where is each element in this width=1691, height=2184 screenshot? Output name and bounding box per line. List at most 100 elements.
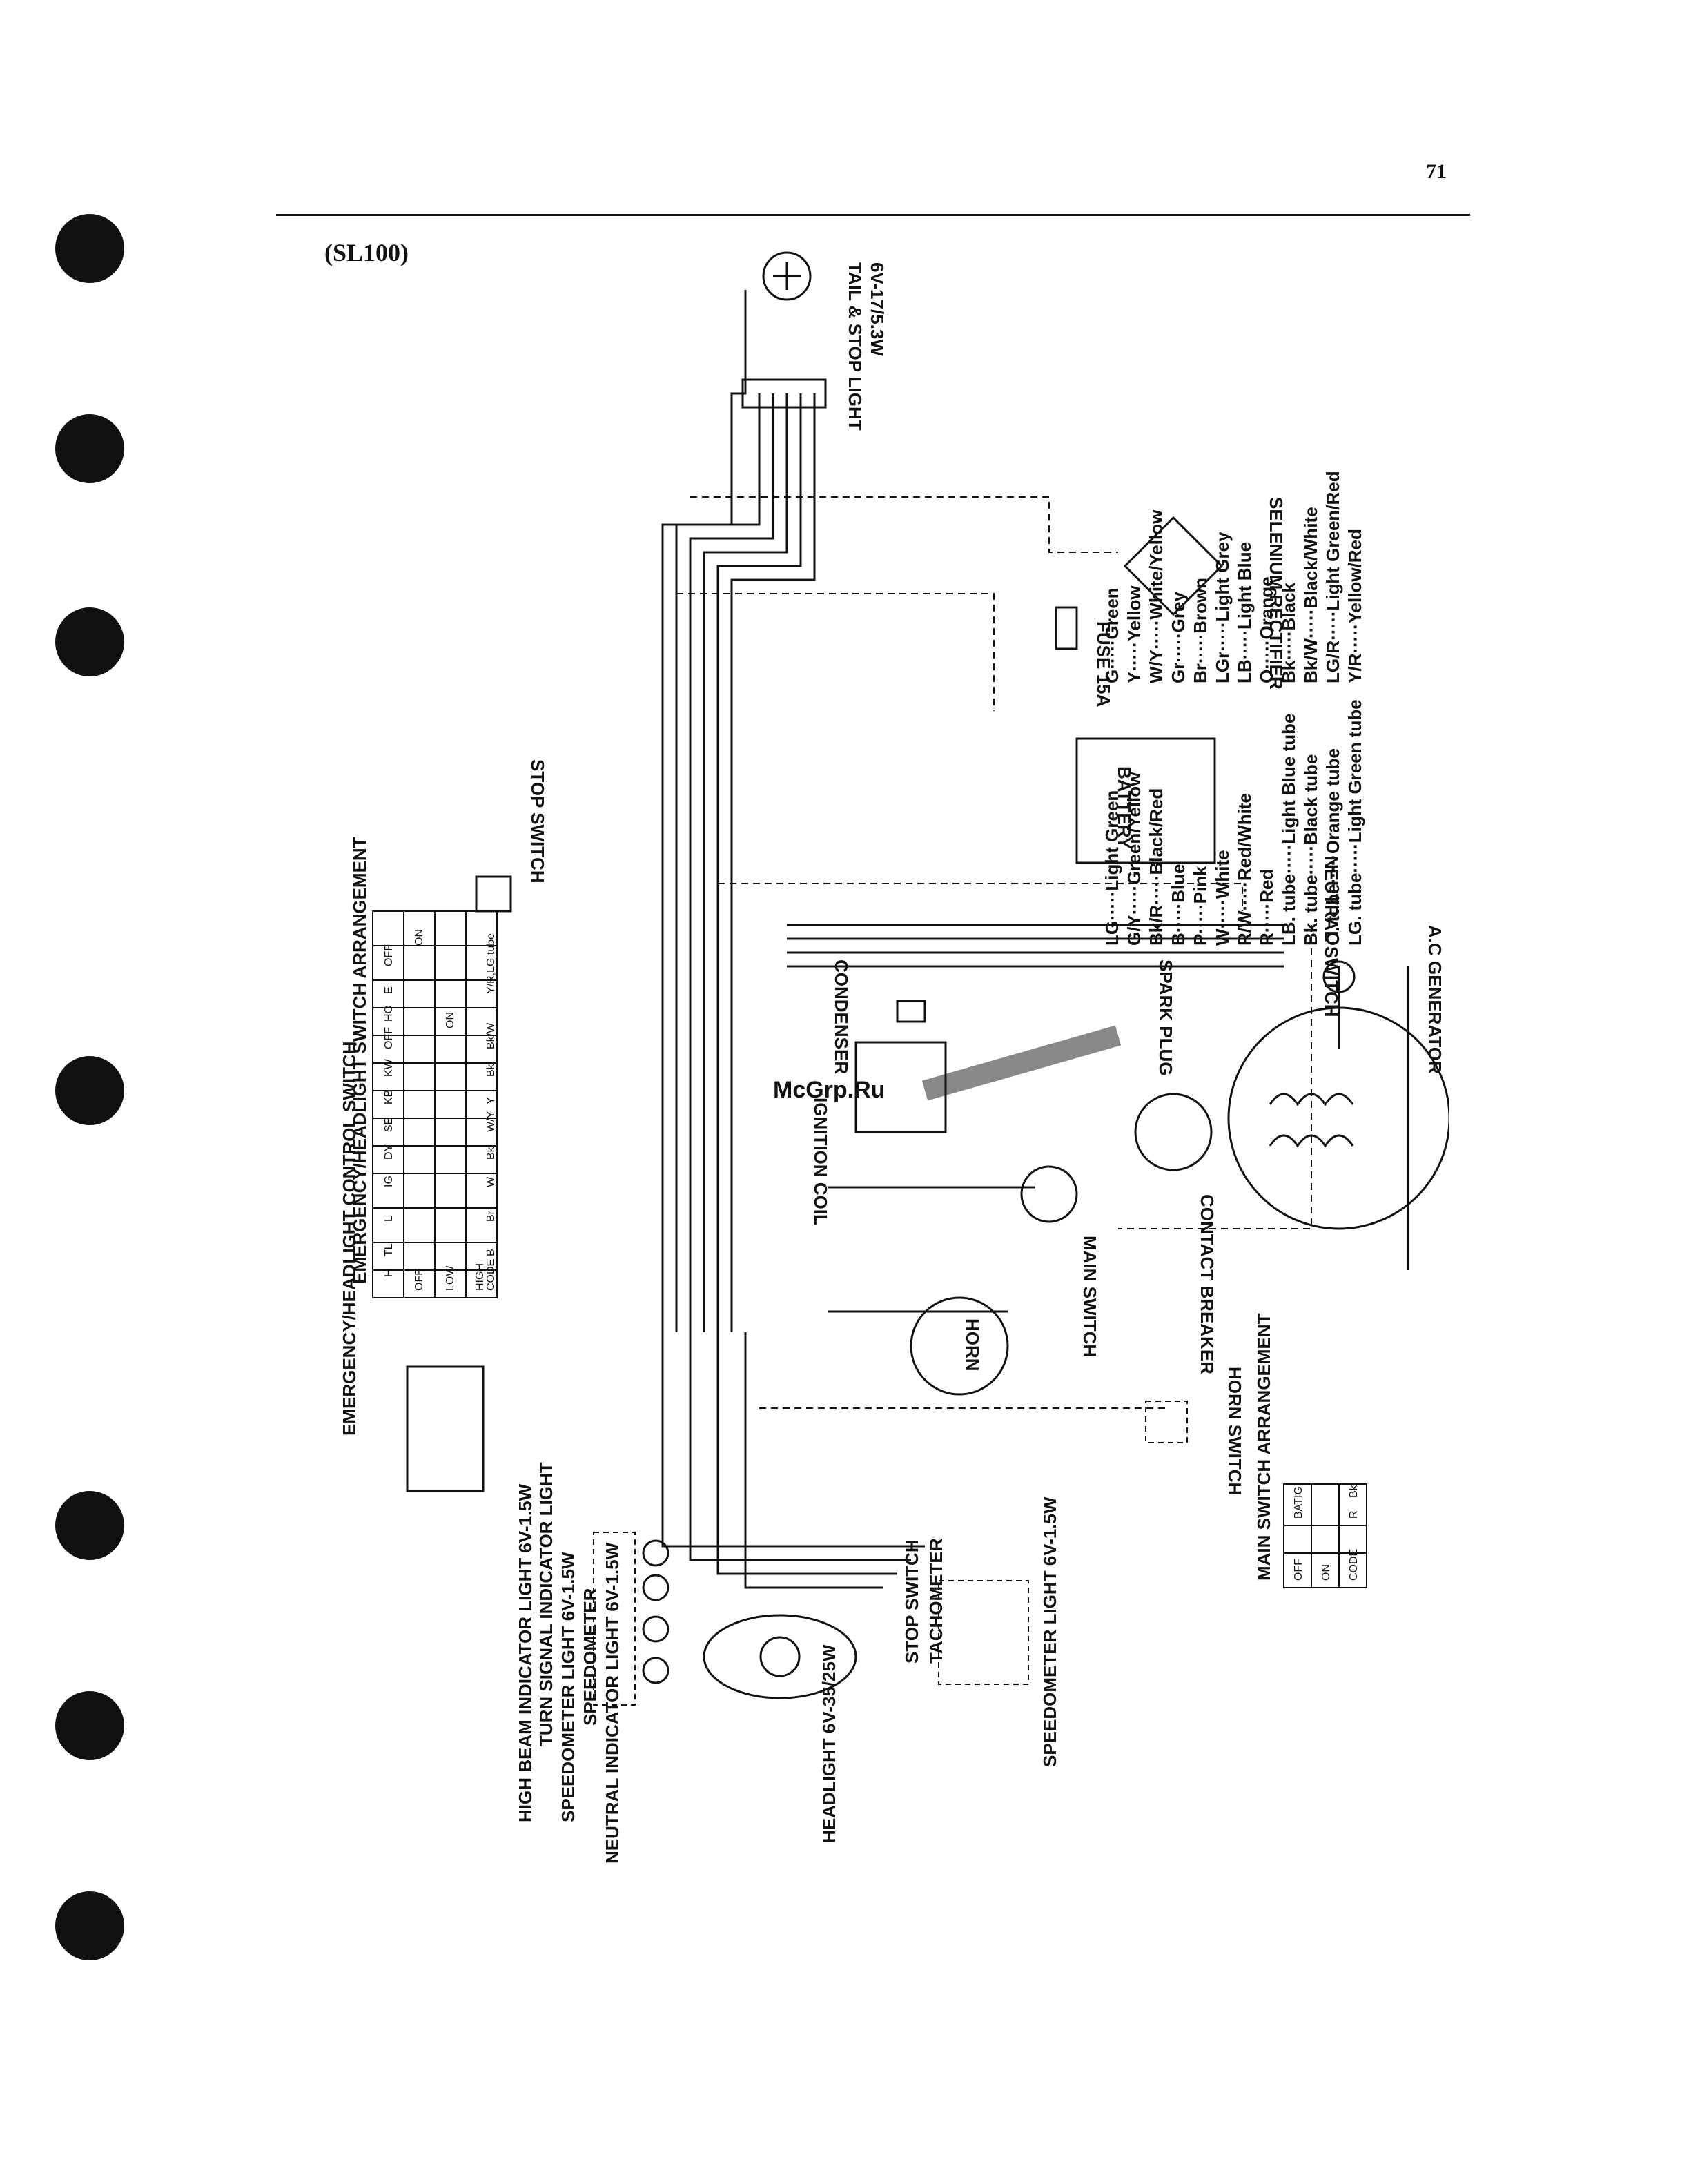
emergency-header-2: L — [383, 1216, 395, 1222]
tail-light-label: TAIL & STOP LIGHT — [845, 262, 866, 431]
legend-left-9: Bk/W·····Black/White — [1300, 507, 1321, 683]
speedometer-light2-label: SPEEDOMETER LIGHT 6V-1.5W — [1039, 1496, 1060, 1767]
main-code-bk: Bk — [1348, 1484, 1360, 1498]
horn-switch-label: HORN SWITCH — [1224, 1367, 1245, 1495]
meter-cluster: HIGH BEAM INDICATOR LIGHT 6V-1.5W TURN S… — [515, 1462, 669, 1864]
emergency-code-5: W/Y — [485, 1111, 497, 1132]
main-switch-table-title: MAIN SWITCH ARRANGEMENT — [1253, 1313, 1274, 1581]
condenser-label: CONDENSER — [831, 959, 852, 1074]
main-row-off: OFF — [1293, 1559, 1304, 1581]
tachometer-label: TACHOMETER — [926, 1538, 946, 1664]
neutral-switch-label: NEUTRAL SWITCH — [1321, 856, 1342, 1017]
battery-label: BATTERY — [1114, 766, 1135, 849]
emergency-table-title: EMERGENCY/HEADLIGHT SWITCH ARRANGEMENT — [349, 837, 370, 1284]
legend-right-1: G/Y·····Green/Yellow — [1124, 772, 1144, 946]
main-code-r: R — [1348, 1510, 1360, 1519]
binder-hole — [55, 1691, 124, 1760]
emergency-row-low-on: ON — [444, 1012, 456, 1028]
tachometer: STOP SWITCH TACHOMETER SPEEDOMETER LIGHT… — [901, 1496, 1060, 1767]
emergency-header-10: E — [383, 986, 395, 994]
emergency-header-5: SE — [383, 1118, 395, 1132]
legend-left-10: LG/R·····Light Green/Red — [1322, 471, 1343, 683]
legend-left-1: Y·····Yellow — [1124, 585, 1144, 683]
legend-left-4: Br·····Brown — [1190, 578, 1211, 683]
harness — [661, 290, 1409, 1589]
turn-signal-label: TURN SIGNAL INDICATOR LIGHT — [536, 1462, 556, 1746]
binder-hole — [55, 1491, 124, 1560]
legend-right-10: O. tube·····Orange tube — [1322, 748, 1343, 946]
ignition-coil: IGNITION COIL — [810, 1041, 947, 1225]
legend-left-7: O·····Orange — [1256, 576, 1277, 683]
legend-right-2: Bk/R·····Black/Red — [1146, 788, 1166, 946]
legend-left-11: Y/R·····Yellow/Red — [1345, 529, 1365, 683]
main-header-bat: BAT — [1293, 1498, 1304, 1519]
main-switch-label: MAIN SWITCH — [1079, 1236, 1100, 1357]
main-header-ig: IG — [1293, 1486, 1304, 1498]
selenium-rectifier: SELENIUM RECTIFIER — [1123, 497, 1287, 690]
emergency-code-2: Br — [485, 1210, 497, 1222]
horn: HORN — [910, 1296, 1009, 1396]
emergency-row-high: HIGH — [474, 1263, 486, 1291]
control-switch-label: EMERGENCY/HEADLIGHT CONTROL SWITCH — [339, 1041, 360, 1436]
model-label: (SL100) — [324, 239, 409, 266]
legend-right-8: LB. tube·····Light Blue tube — [1278, 714, 1299, 946]
legend-right-3: B·····Blue — [1168, 864, 1189, 946]
emergency-code-7: Bk — [485, 1063, 497, 1077]
legend-left-0: G·····Green — [1102, 587, 1122, 683]
legend-left-8: Bk·····Black — [1278, 583, 1299, 683]
main-row-code: CODE — [1348, 1549, 1360, 1581]
neutral-indicator-label: NEUTRAL INDICATOR LIGHT 6V-1.5W — [602, 1542, 623, 1864]
fuse: FUSE 15A — [1055, 606, 1114, 707]
binder-hole — [55, 1891, 124, 1960]
headlight-label: HEADLIGHT 6V-35/25W — [819, 1644, 839, 1843]
contact-breaker: CONTACT BREAKER — [1134, 1093, 1218, 1374]
emergency-header-4: DY — [383, 1144, 395, 1160]
spark-plug: SPARK PLUG — [921, 959, 1176, 1101]
horn-switch: HORN SWITCH — [1145, 1367, 1245, 1495]
header-rule — [276, 214, 1470, 216]
watermark: McGrp.Ru — [773, 1077, 885, 1103]
emergency-header-6: KB — [383, 1090, 395, 1104]
emergency-code-1: B — [485, 1249, 497, 1256]
legend-left-6: LB·····Light Blue — [1234, 542, 1255, 683]
ac-generator: A.C GENERATOR — [1227, 925, 1449, 1230]
emergency-switch-table: EMERGENCY/HEADLIGHT SWITCH ARRANGEMENT H… — [349, 837, 498, 1298]
emergency-code-3: W — [485, 1176, 497, 1187]
headlight: HEADLIGHT 6V-35/25W — [703, 1614, 857, 1843]
condenser: CONDENSER — [831, 959, 926, 1074]
ac-generator-label: A.C GENERATOR — [1425, 925, 1445, 1074]
legend-right-5: W·····White — [1212, 850, 1233, 946]
emergency-row-code: CODE — [485, 1259, 497, 1291]
legend-right-0: LG·····Light Green — [1102, 790, 1122, 946]
binder-hole — [55, 414, 124, 483]
emergency-header-8: OFF — [383, 1027, 395, 1049]
emergency-row-low: LOW — [444, 1265, 456, 1291]
tail-light: TAIL & STOP LIGHT 6V-17/5.3W — [741, 251, 888, 431]
binder-hole — [55, 214, 124, 283]
stop-switch-bottom-label: STOP SWITCH — [901, 1539, 922, 1664]
main-switch: MAIN SWITCH — [1020, 1165, 1100, 1357]
fuse-label: FUSE 15A — [1093, 621, 1114, 707]
color-legend: G·····Green Y·····Yellow W/Y·····White/Y… — [1102, 471, 1365, 946]
emergency-code-10: Y/R,LG tube — [485, 933, 497, 994]
emergency-row-off: OFF — [413, 1269, 425, 1291]
legend-left-2: W/Y·····White/Yellow — [1146, 509, 1166, 683]
control-switch: EMERGENCY/HEADLIGHT CONTROL SWITCH — [339, 1041, 485, 1492]
emergency-code-4: Bk — [485, 1146, 497, 1160]
main-switch-table: MAIN SWITCH ARRANGEMENT OFF ON CODE BAT … — [1253, 1313, 1367, 1588]
tail-light-rating: 6V-17/5.3W — [867, 262, 888, 356]
emergency-header-11: OFF — [383, 944, 395, 966]
battery: BATTERY — [1075, 737, 1216, 864]
binder-hole — [55, 607, 124, 676]
legend-right-4: P·····Pink — [1190, 866, 1211, 946]
legend-right-6: R/W·····Red/White — [1234, 793, 1255, 946]
legend-left-5: LGr·····Light Grey — [1212, 532, 1233, 683]
legend-left-3: Gr·····Grey — [1168, 592, 1189, 683]
emergency-code-6: Y — [485, 1097, 497, 1104]
emergency-header-0: H — [383, 1269, 395, 1277]
contact-breaker-label: CONTACT BREAKER — [1197, 1194, 1218, 1374]
emergency-row-off-on: ON — [413, 929, 425, 946]
speedometer-light-label: SPEEDOMETER LIGHT 6V-1.5W — [558, 1552, 578, 1822]
wiring-diagram: TAIL & STOP LIGHT 6V-17/5.3W SELENIUM RE… — [339, 251, 1449, 1864]
legend-right-9: Bk. tube·····Black tube — [1300, 754, 1321, 946]
